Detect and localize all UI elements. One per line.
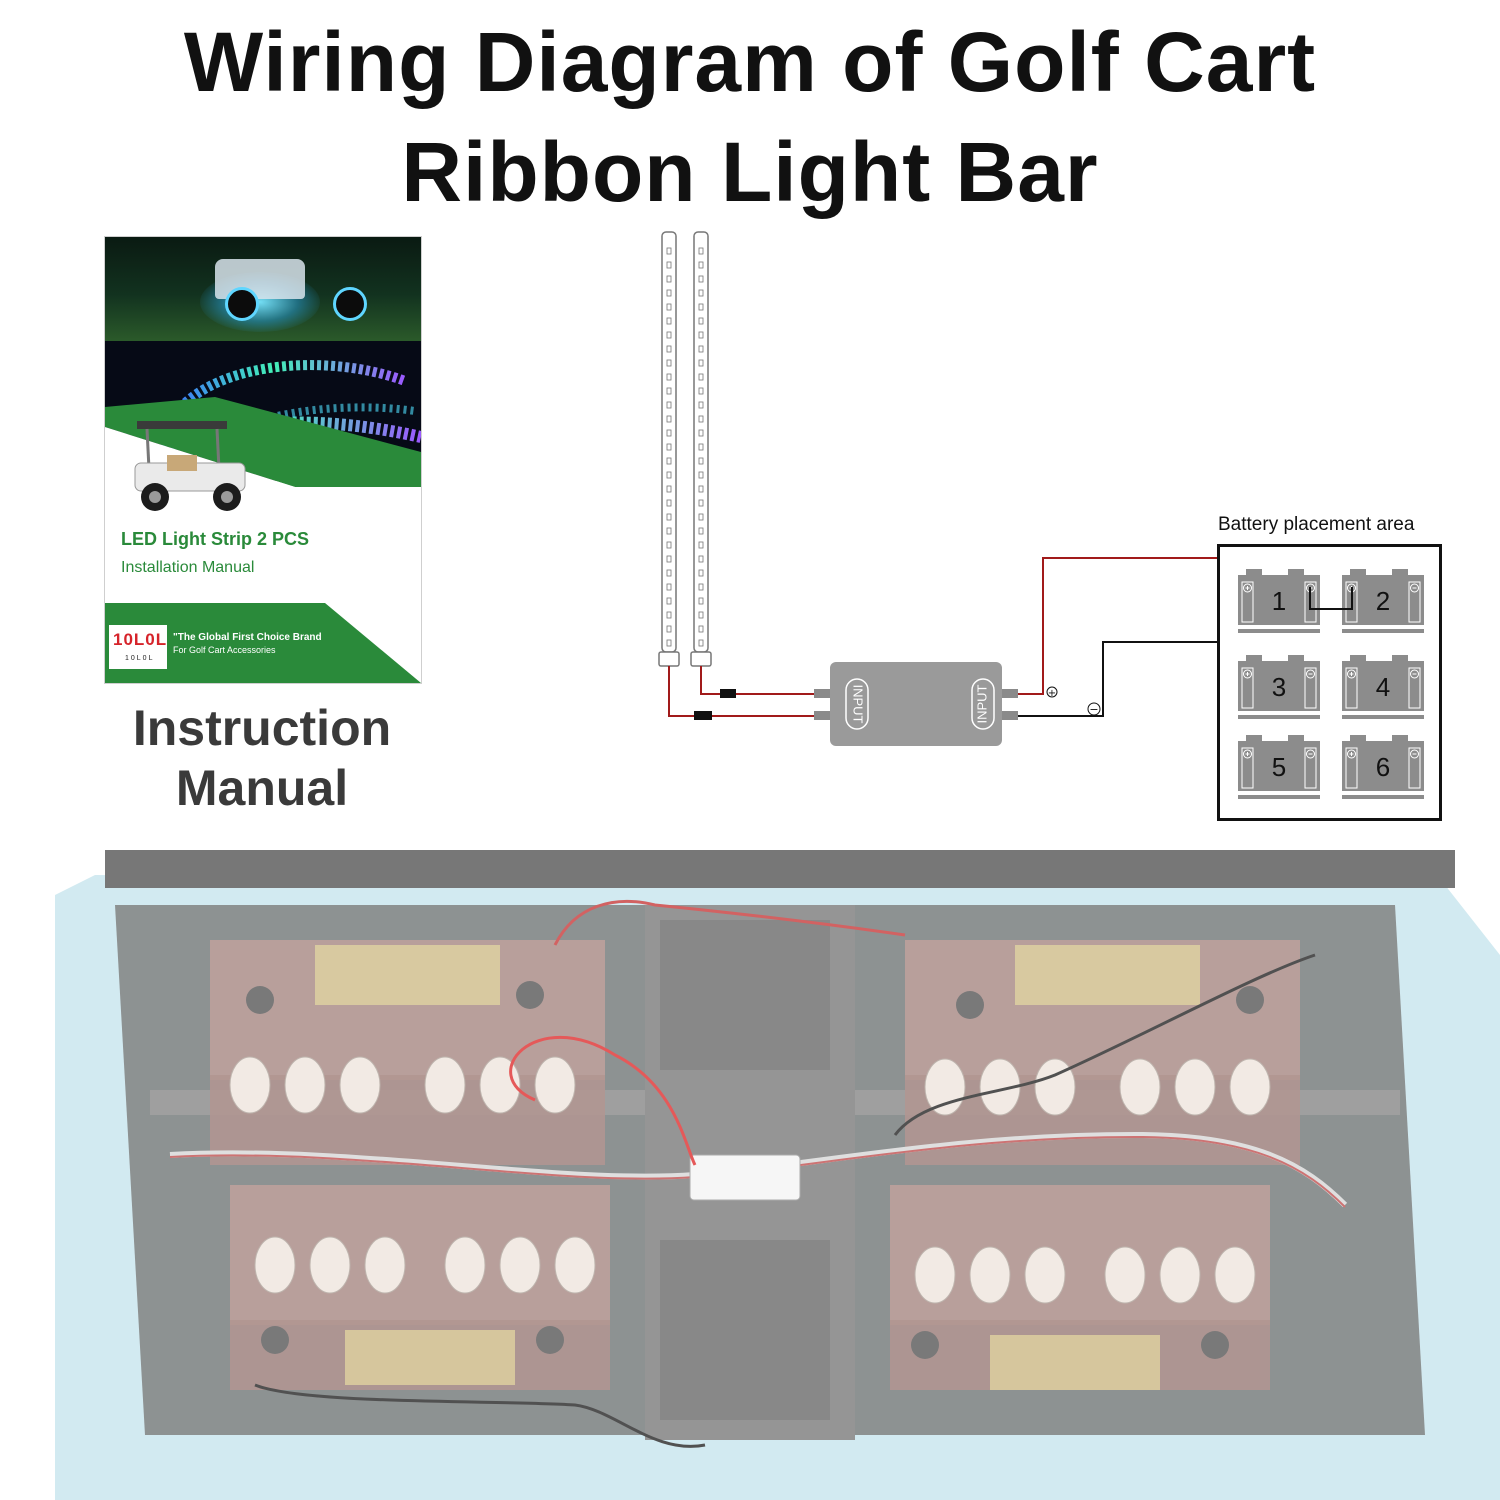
brand-logo-subtext: 10L0L [125, 655, 155, 662]
controller-left-input-label: INPUT [851, 685, 866, 724]
instruction-manual-cover: LED Light Strip 2 PCS Installation Manua… [104, 236, 422, 684]
brand-tagline: "The Global First Choice Brand [173, 632, 322, 643]
battery-area-label: Battery placement area [1218, 514, 1415, 535]
battery-1: 1 [1238, 569, 1320, 633]
positive-wire: + [1018, 557, 1245, 699]
battery-3: 3 [1238, 655, 1320, 719]
wiring-diagram: INPUT INPUT + − [658, 231, 1423, 746]
battery-number-6: 6 [1376, 752, 1390, 782]
battery-jumper-wire [1309, 587, 1353, 610]
battery-placement-area: 1 2 3 4 5 6 [1217, 544, 1442, 821]
cover-footer-band [105, 603, 421, 683]
controller-box: INPUT INPUT [814, 662, 1018, 746]
cover-cart-photo [134, 421, 246, 511]
brand-logo: 10L0L [113, 630, 168, 649]
led-light-bar-left [658, 231, 680, 667]
led-light-bar-right [690, 231, 712, 667]
brand-tagline-sub: For Golf Cart Accessories [173, 645, 276, 655]
battery-number-4: 4 [1376, 672, 1390, 702]
battery-number-2: 2 [1376, 586, 1390, 616]
controller-right-input-label: INPUT [974, 684, 989, 723]
battery-5: 5 [1238, 735, 1320, 799]
manual-caption-line1: Instruction [132, 700, 392, 756]
battery-number-5: 5 [1272, 752, 1286, 782]
negative-symbol: − [1089, 703, 1098, 716]
positive-symbol: + [1048, 688, 1056, 699]
manual-caption-line2: Manual [175, 760, 349, 816]
battery-6: 6 [1342, 735, 1424, 799]
battery-compartment-photo [55, 845, 1500, 1500]
battery-number-1: 1 [1272, 586, 1286, 616]
cover-cart-night-photo [105, 237, 421, 341]
bar-to-controller-wires [668, 666, 830, 720]
battery-2: 2 [1342, 569, 1424, 633]
diagram-title-line1: Wiring Diagram of Golf Cart [183, 15, 1317, 109]
diagram-title-line2: Ribbon Light Bar [401, 125, 1099, 219]
manual-caption: Instruction Manual [104, 698, 420, 818]
cover-title: LED Light Strip 2 PCS [121, 529, 310, 549]
battery-number-3: 3 [1272, 672, 1286, 702]
cover-subtitle: Installation Manual [121, 559, 255, 576]
battery-4: 4 [1342, 655, 1424, 719]
